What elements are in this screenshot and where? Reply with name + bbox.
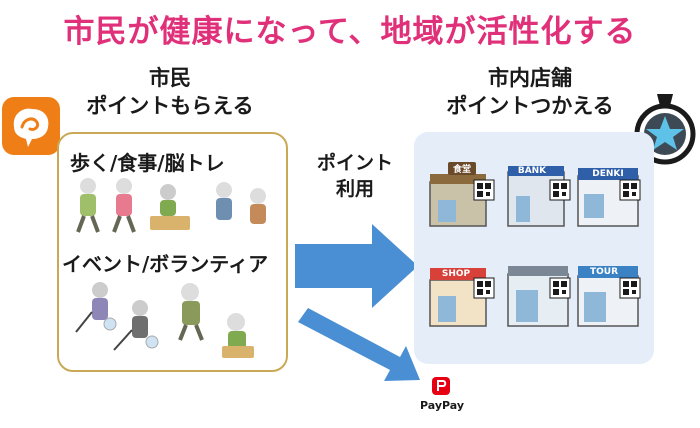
main-arrow [295,224,418,308]
star-medal-icon-graphic [634,94,696,165]
citizen-heading-line1: 市民 [149,66,191,90]
paypay-icon [432,377,450,395]
store-heading-line2: ポイントつかえる [446,94,614,118]
tour-sign: TOUR [589,267,619,277]
app-mascot-icon-graphic [13,108,49,147]
store-heading-line1: 市内店舗 [488,66,572,90]
denki-sign: DENKI [592,169,624,179]
citizen-activities-panel [57,132,288,372]
star-medal-icon [630,88,700,168]
health-activities-label: 歩く/食事/脳トレ [70,151,225,175]
app-mascot-icon [2,97,60,155]
point-usage-label-line1: ポイント [316,152,393,174]
shop-sign: SHOP [441,269,471,279]
volunteer-activities-label: イベント/ボランティア [62,252,269,276]
citizen-heading-line2: ポイントもらえる [86,94,254,118]
point-usage-label: ポイント 利用 [300,150,410,202]
paypay-label: PayPay [420,399,465,412]
store-heading: 市内店舗 ポイントつかえる [430,64,630,120]
paypay-icon-graphic [437,380,447,391]
point-usage-label-line2: 利用 [335,178,374,200]
citizen-heading: 市民 ポイントもらえる [70,64,270,120]
bank-sign: BANK [517,166,547,176]
page-title: 市民が健康になって、地域が活性化する [63,14,637,50]
paypay-arrow [298,308,420,381]
shokudo-sign: 食堂 [448,162,476,175]
